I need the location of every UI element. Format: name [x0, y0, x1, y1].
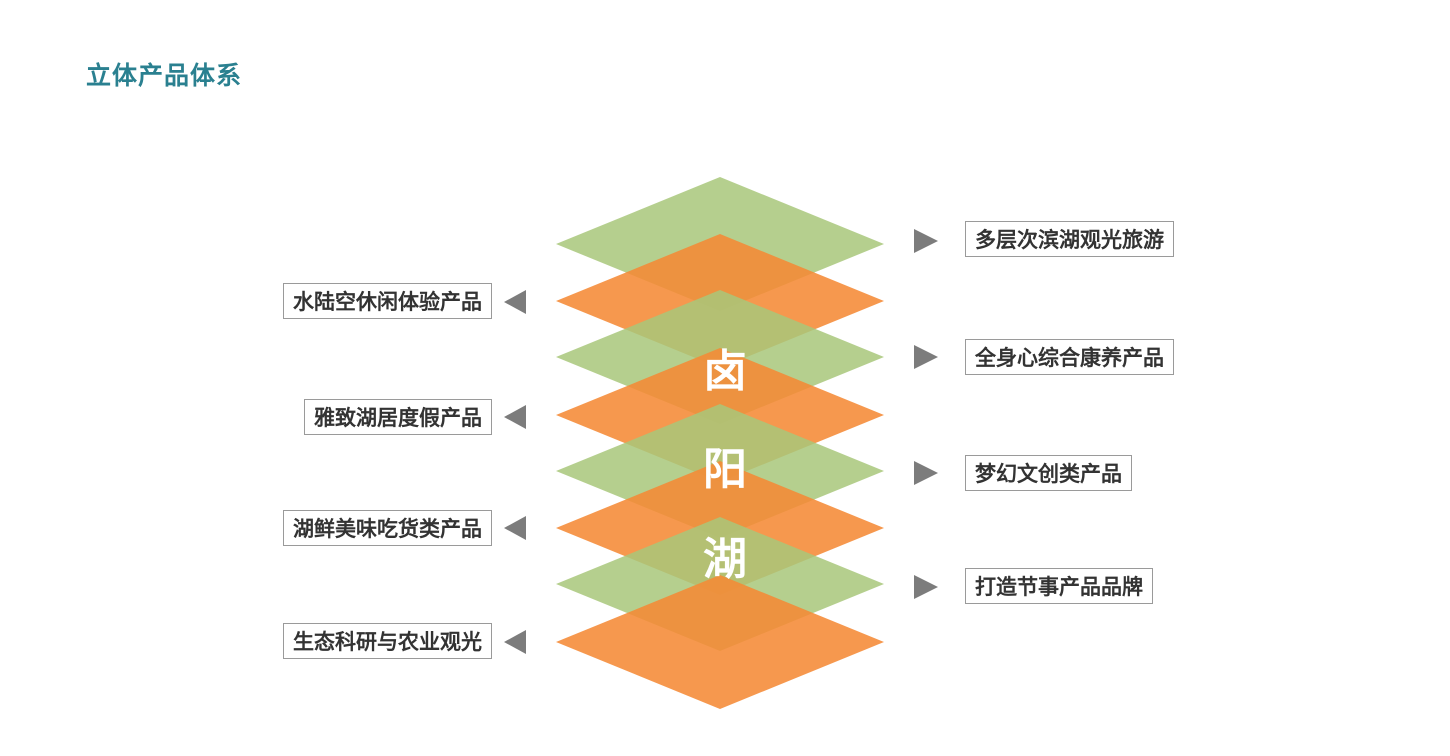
right-arrow-icon: [914, 575, 938, 599]
right-label-4: 打造节事产品品牌: [965, 568, 1153, 604]
center-char-2: 阳: [703, 444, 747, 495]
right-label-3: 梦幻文创类产品: [965, 455, 1132, 491]
right-label-2: 全身心综合康养产品: [965, 339, 1174, 375]
right-arrow-icon: [914, 345, 938, 369]
right-arrow-icon: [914, 461, 938, 485]
left-label-4: 生态科研与农业观光: [283, 623, 492, 659]
orange-diamond-layer: [556, 575, 884, 709]
left-label-2: 雅致湖居度假产品: [304, 399, 492, 435]
left-arrow-icon: [504, 630, 526, 654]
right-label-1: 多层次滨湖观光旅游: [965, 221, 1174, 257]
right-arrow-icon: [914, 229, 938, 253]
left-label-1: 水陆空休闲体验产品: [283, 283, 492, 319]
center-char-3: 湖: [703, 534, 747, 585]
left-arrow-icon: [504, 516, 526, 540]
page-title: 立体产品体系: [86, 61, 243, 90]
center-char-1: 卤: [703, 346, 747, 397]
left-arrow-icon: [504, 290, 526, 314]
left-label-3: 湖鲜美味吃货类产品: [283, 510, 492, 546]
left-arrow-icon: [504, 405, 526, 429]
